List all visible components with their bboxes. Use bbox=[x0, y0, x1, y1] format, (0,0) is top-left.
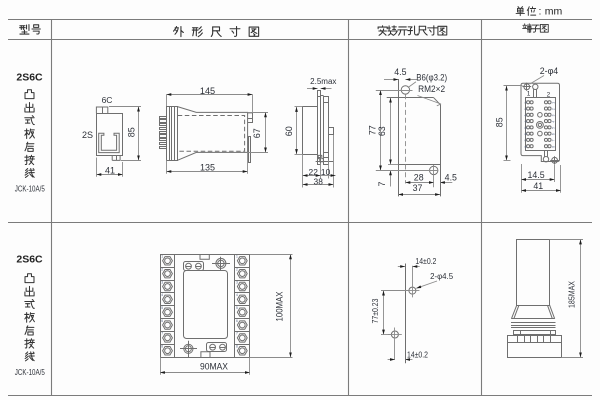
svg-text:6: 6 bbox=[552, 133, 556, 135]
svg-text:1: 1 bbox=[161, 255, 163, 259]
svg-text:37: 37 bbox=[413, 183, 423, 193]
svg-text:8: 8 bbox=[524, 146, 528, 148]
svg-text:mm: mm bbox=[545, 5, 563, 17]
svg-text:6C: 6C bbox=[102, 95, 113, 105]
svg-text:2: 2 bbox=[524, 108, 528, 110]
svg-text:4: 4 bbox=[524, 121, 528, 123]
svg-text:RM2×2: RM2×2 bbox=[418, 84, 445, 94]
svg-text:2-φ4.5: 2-φ4.5 bbox=[430, 271, 453, 281]
svg-text:2: 2 bbox=[236, 267, 238, 271]
svg-text:5: 5 bbox=[524, 127, 528, 129]
svg-text:7: 7 bbox=[236, 332, 238, 336]
svg-text:7: 7 bbox=[377, 181, 387, 186]
svg-text:2S6C: 2S6C bbox=[16, 72, 43, 84]
svg-text:B6(φ3.2): B6(φ3.2) bbox=[416, 73, 447, 83]
svg-text:67: 67 bbox=[252, 128, 262, 138]
svg-text:7: 7 bbox=[524, 139, 528, 141]
svg-text:100MAX: 100MAX bbox=[275, 292, 285, 322]
svg-text:1: 1 bbox=[524, 102, 528, 104]
svg-text:2S: 2S bbox=[82, 130, 93, 140]
svg-text:4: 4 bbox=[161, 293, 163, 297]
svg-text:14±0.2: 14±0.2 bbox=[415, 256, 436, 266]
svg-text:3: 3 bbox=[161, 280, 163, 284]
svg-text:41: 41 bbox=[533, 181, 543, 191]
svg-text:4.5: 4.5 bbox=[394, 67, 406, 77]
svg-text:14.5: 14.5 bbox=[528, 170, 545, 180]
svg-text:77±0.23: 77±0.23 bbox=[371, 298, 380, 323]
svg-text:8: 8 bbox=[552, 146, 556, 148]
svg-text:2: 2 bbox=[552, 108, 556, 110]
svg-text:JCK-10A/5: JCK-10A/5 bbox=[15, 184, 45, 194]
svg-text:JCK-10A/5: JCK-10A/5 bbox=[15, 367, 45, 377]
svg-text:28: 28 bbox=[414, 173, 424, 183]
svg-text:2: 2 bbox=[547, 91, 551, 98]
svg-text:1: 1 bbox=[236, 255, 238, 259]
svg-text:6: 6 bbox=[161, 319, 163, 323]
svg-text:14±0.2: 14±0.2 bbox=[407, 350, 428, 360]
svg-text:1: 1 bbox=[552, 102, 556, 104]
svg-text:2-φ4: 2-φ4 bbox=[540, 66, 559, 76]
svg-text:2S6C: 2S6C bbox=[16, 254, 43, 266]
svg-text:85: 85 bbox=[494, 117, 504, 127]
svg-text:5: 5 bbox=[161, 306, 163, 310]
svg-text:5: 5 bbox=[552, 127, 556, 129]
svg-text:77: 77 bbox=[368, 125, 378, 135]
svg-text:135: 135 bbox=[200, 163, 215, 173]
svg-text:90MAX: 90MAX bbox=[200, 362, 228, 372]
svg-text:7: 7 bbox=[161, 332, 163, 336]
svg-text:63: 63 bbox=[377, 126, 387, 136]
svg-text::: : bbox=[539, 5, 542, 17]
svg-text:38: 38 bbox=[314, 176, 324, 186]
svg-text:3: 3 bbox=[524, 114, 528, 116]
svg-text:22: 22 bbox=[309, 167, 319, 177]
svg-text:4: 4 bbox=[552, 121, 556, 123]
svg-text:185MAX: 185MAX bbox=[568, 281, 577, 308]
svg-text:4: 4 bbox=[236, 293, 238, 297]
svg-text:145: 145 bbox=[200, 86, 215, 96]
svg-text:3: 3 bbox=[236, 280, 238, 284]
svg-text:60: 60 bbox=[284, 126, 294, 136]
svg-text:5: 5 bbox=[236, 306, 238, 310]
svg-text:8: 8 bbox=[236, 345, 238, 349]
svg-text:10: 10 bbox=[321, 167, 331, 177]
svg-text:2.5max: 2.5max bbox=[310, 77, 336, 86]
svg-text:2: 2 bbox=[161, 267, 163, 271]
svg-text:1: 1 bbox=[527, 91, 531, 98]
svg-text:6: 6 bbox=[524, 133, 528, 135]
svg-text:85: 85 bbox=[126, 127, 136, 137]
svg-text:4.5: 4.5 bbox=[445, 173, 457, 183]
svg-text:41: 41 bbox=[105, 165, 115, 175]
svg-text:7: 7 bbox=[552, 139, 556, 141]
svg-text:3: 3 bbox=[552, 114, 556, 116]
svg-text:8: 8 bbox=[161, 345, 163, 349]
svg-text:6: 6 bbox=[236, 319, 238, 323]
